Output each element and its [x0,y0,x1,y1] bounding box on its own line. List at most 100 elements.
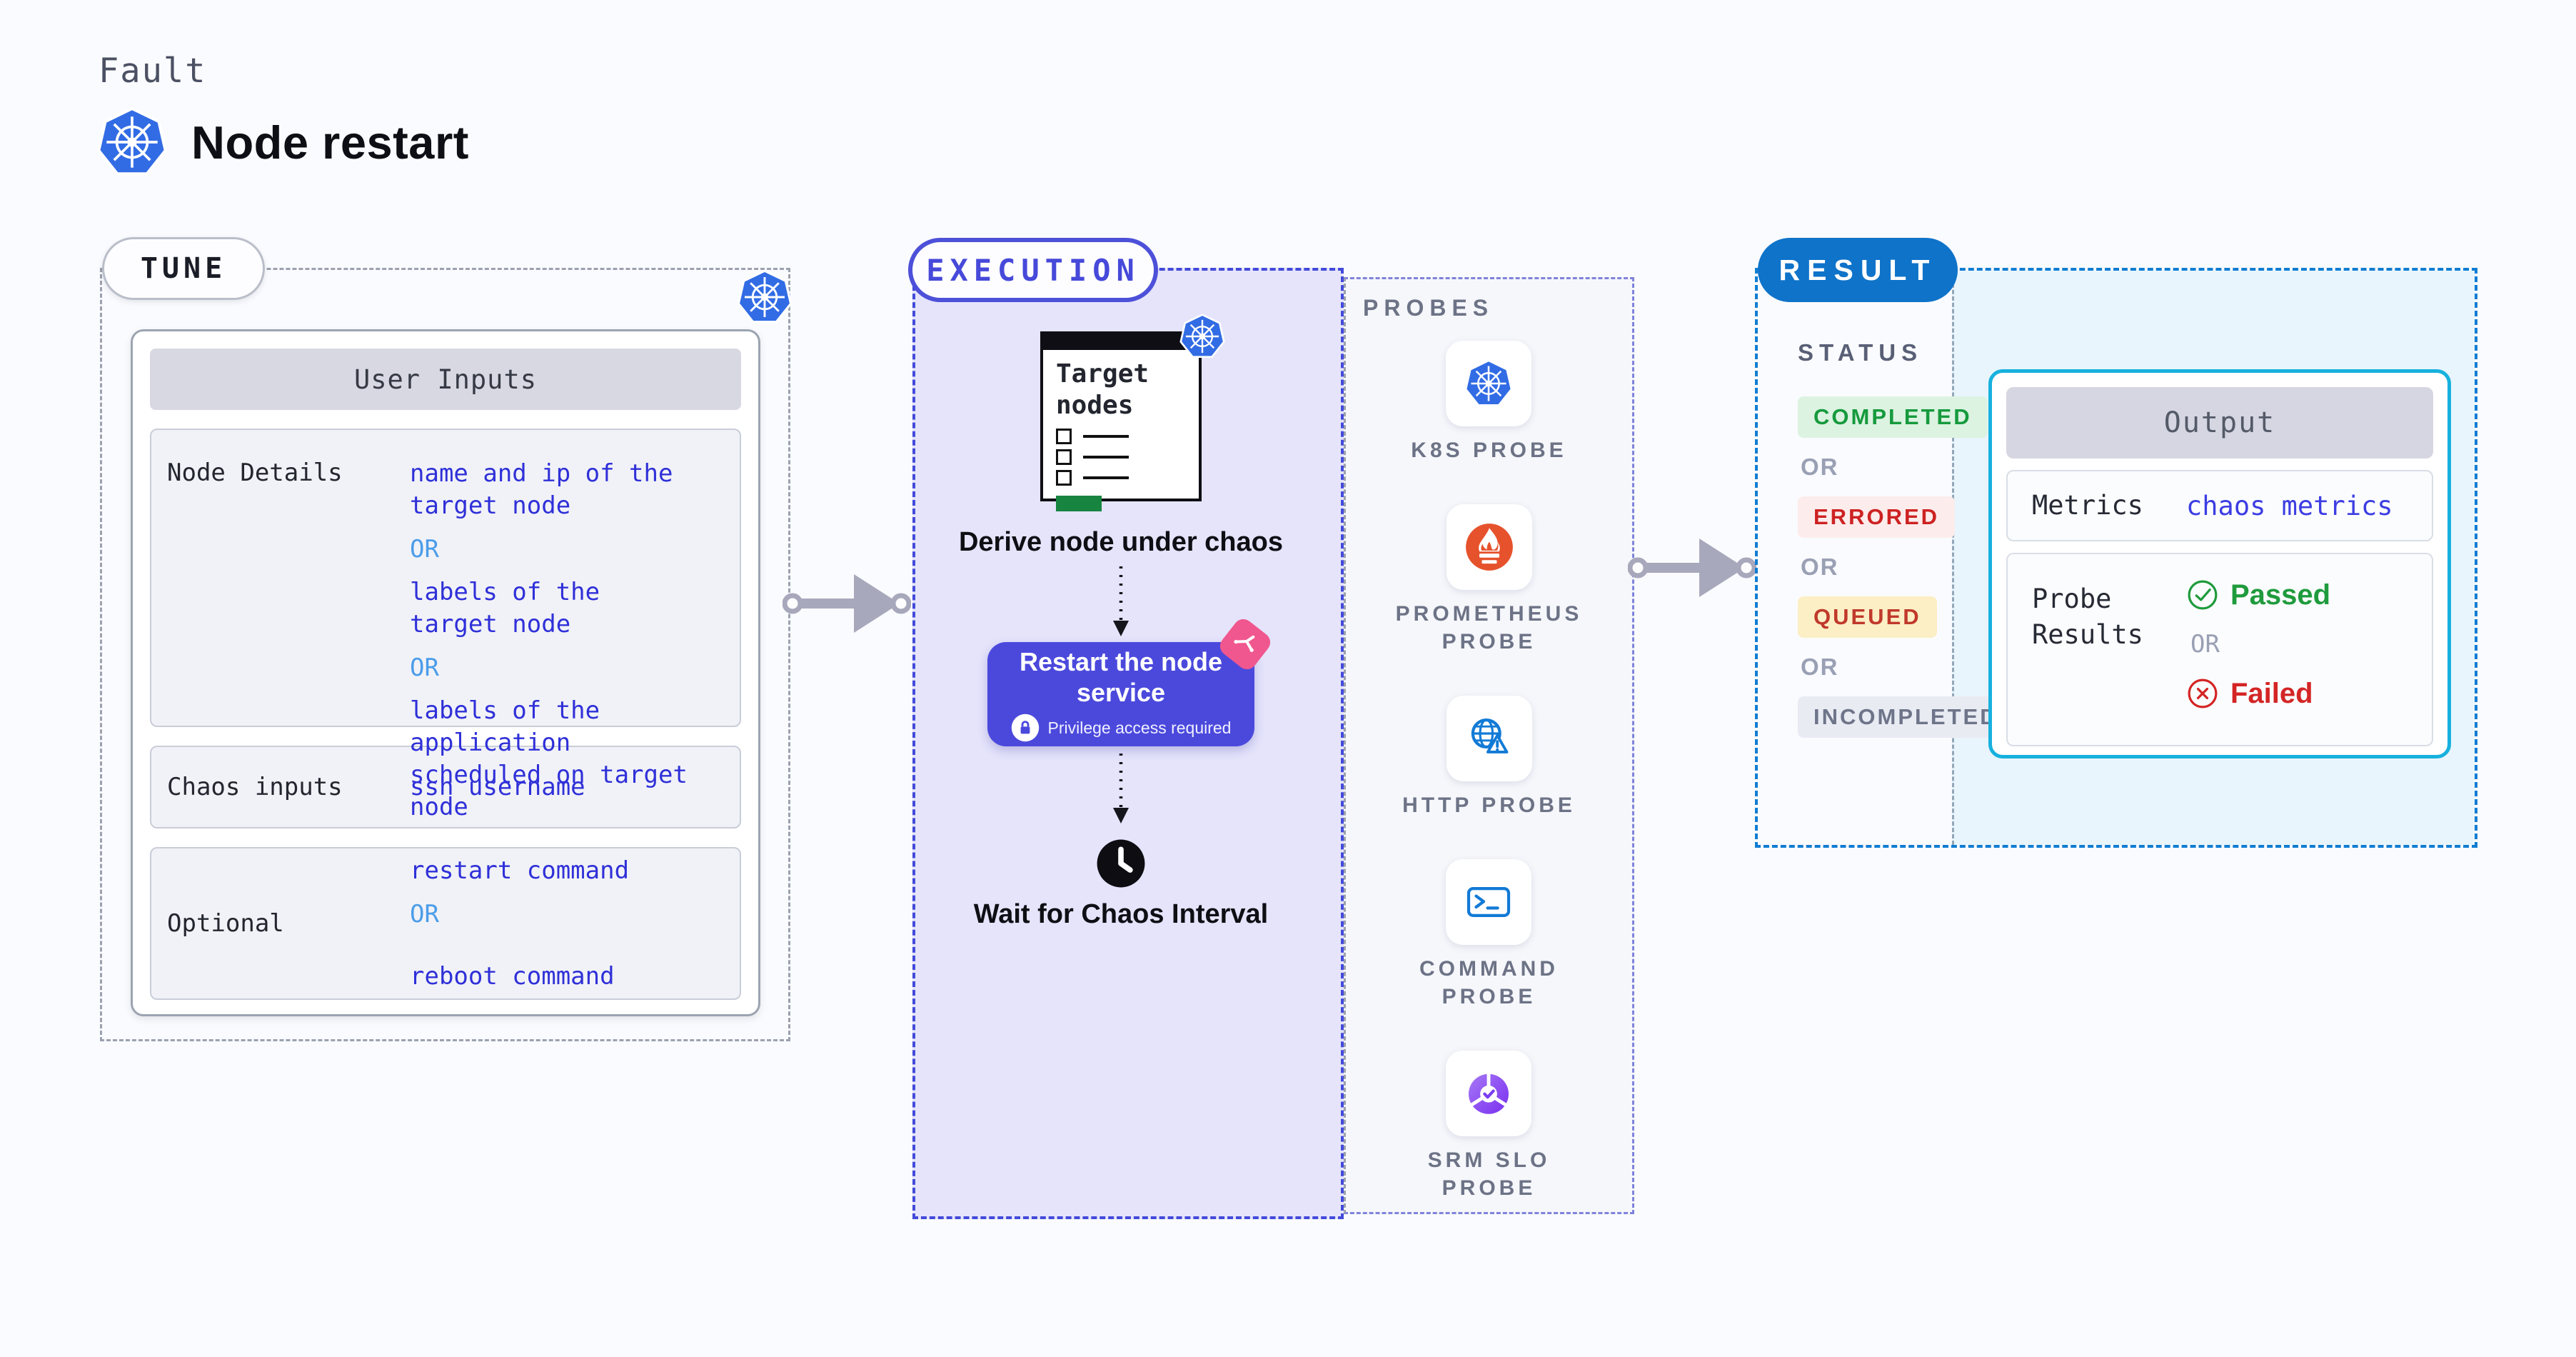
selected-node-bar [1056,496,1102,511]
row-label: Optional [167,909,284,938]
probe-label: COMMAND PROBE [1419,957,1559,1008]
tune-section: TUNE User Inputs Node Details name and ip… [100,237,793,1041]
step-wait-label: Wait for Chaos Interval [973,899,1269,929]
or-separator: OR [1801,654,1839,680]
checkbox-icon [1056,429,1072,444]
probes-heading: PROBES [1363,295,1494,321]
slo-icon [1446,1051,1532,1136]
input-value: labels of the target node [410,578,600,639]
status-badge-errored: ERRORED [1798,496,1956,538]
input-value: restart command [410,856,630,885]
probe-results-label: Probe Results [2032,584,2143,650]
metrics-row: Metrics chaos metrics [2006,470,2433,541]
prometheus-icon [1446,504,1532,590]
probe-label: K8S PROBE [1411,439,1567,462]
output-card: Output Metrics chaos metrics Probe Resul… [1988,369,2451,758]
clock-icon [1094,836,1148,891]
probe-item: PROMETHEUS PROBE [1396,504,1583,656]
lock-icon [1011,713,1040,742]
step-derive-label: Derive node under chaos [958,527,1283,557]
kubernetes-icon [736,269,793,326]
probes-section: PROBES K8S PROBE PROMETHEUS PROBE HTTP PRO… [1344,277,1634,1214]
node-list-item [1056,449,1199,465]
or-separator: OR [2190,630,2220,659]
check-circle-icon [2186,579,2219,611]
status-heading: STATUS [1798,339,1923,366]
failed-result: Failed [2186,677,2330,710]
node-list-item [1056,429,1199,444]
kubernetes-icon [96,106,168,179]
probe-label: PROMETHEUS PROBE [1395,602,1583,654]
or-separator: OR [410,535,439,564]
node-line [1083,435,1129,438]
probe-results-row: Probe Results Passed OR Failed [2006,553,2433,746]
execution-flow: Target nodes Derive node under chaos Res… [915,271,1327,931]
output-title: Output [2006,387,2433,459]
probe-item: K8S PROBE [1411,341,1566,464]
user-inputs-card: User Inputs Node Details name and ip of t… [131,329,760,1016]
terminal-icon [1446,859,1532,945]
tune-label-pill: TUNE [102,237,265,300]
privilege-note-text: Privilege access required [1047,718,1232,737]
status-badge-incompleted: INCOMPLETED [1798,696,2014,738]
http-icon [1446,696,1532,781]
flow-arrow-execution-to-result [1628,521,1756,614]
probe-item: COMMAND PROBE [1419,859,1559,1011]
user-input-row: Chaos inputs ssh username [150,746,741,828]
node-list-item [1056,470,1199,486]
probes-list: K8S PROBE PROMETHEUS PROBE HTTP PROBE COMMA… [1346,341,1632,1202]
down-arrow-icon [1110,565,1132,639]
probe-results-values: Passed OR Failed [2186,554,2330,710]
title-row: Node restart [96,106,469,179]
or-separator: OR [1801,554,1839,580]
restart-node-service-step: Restart the node service Privilege acces… [987,615,1274,746]
probe-item: HTTP PROBE [1402,696,1576,819]
user-inputs-title: User Inputs [150,349,741,410]
checkbox-icon [1056,449,1072,465]
fault-kicker: Fault [99,51,207,91]
probe-item: SRM SLO PROBE [1428,1051,1551,1202]
probe-label: SRM SLO PROBE [1427,1148,1551,1200]
user-input-row: Node Details name and ip of the target no… [150,429,741,821]
target-nodes-title: Target nodes [1056,359,1149,420]
or-separator: OR [410,654,439,682]
page-title: Node restart [191,116,469,169]
kubernetes-icon [1446,341,1532,426]
execution-label-pill: EXECUTION [908,238,1158,302]
status-badge-completed: COMPLETED [1798,396,1988,438]
card-titlebar [1043,334,1199,350]
or-separator: OR [410,899,439,928]
target-nodes-box: Target nodes [1040,331,1202,511]
input-value: ssh username [410,772,585,801]
target-nodes-card: Target nodes [1040,331,1202,511]
metrics-value: chaos metrics [2186,490,2393,521]
input-value: name and ip of the target node [410,459,673,520]
metrics-label: Metrics [2032,490,2143,521]
passed-result: Passed [2186,579,2330,611]
or-separator: OR [1801,454,1839,480]
failed-label: Failed [2230,677,2313,709]
down-arrow-icon [1110,752,1132,826]
privilege-note: Privilege access required [1011,713,1232,742]
passed-label: Passed [2230,579,2331,611]
row-label: Chaos inputs [167,773,343,801]
execution-section: EXECUTION Target nodes Derive node under… [908,238,1344,1219]
input-value: reboot command [410,961,615,991]
action-title: Restart the node service [1019,647,1223,707]
row-label: Node Details [167,459,343,487]
flow-arrow-tune-to-execution [783,557,911,650]
row-values: ssh username [387,747,740,827]
node-line [1083,456,1129,459]
node-line [1083,476,1129,479]
result-label-pill: RESULT [1758,238,1958,302]
checkbox-icon [1056,470,1072,486]
x-circle-icon [2186,677,2219,710]
probe-label: HTTP PROBE [1402,793,1576,817]
